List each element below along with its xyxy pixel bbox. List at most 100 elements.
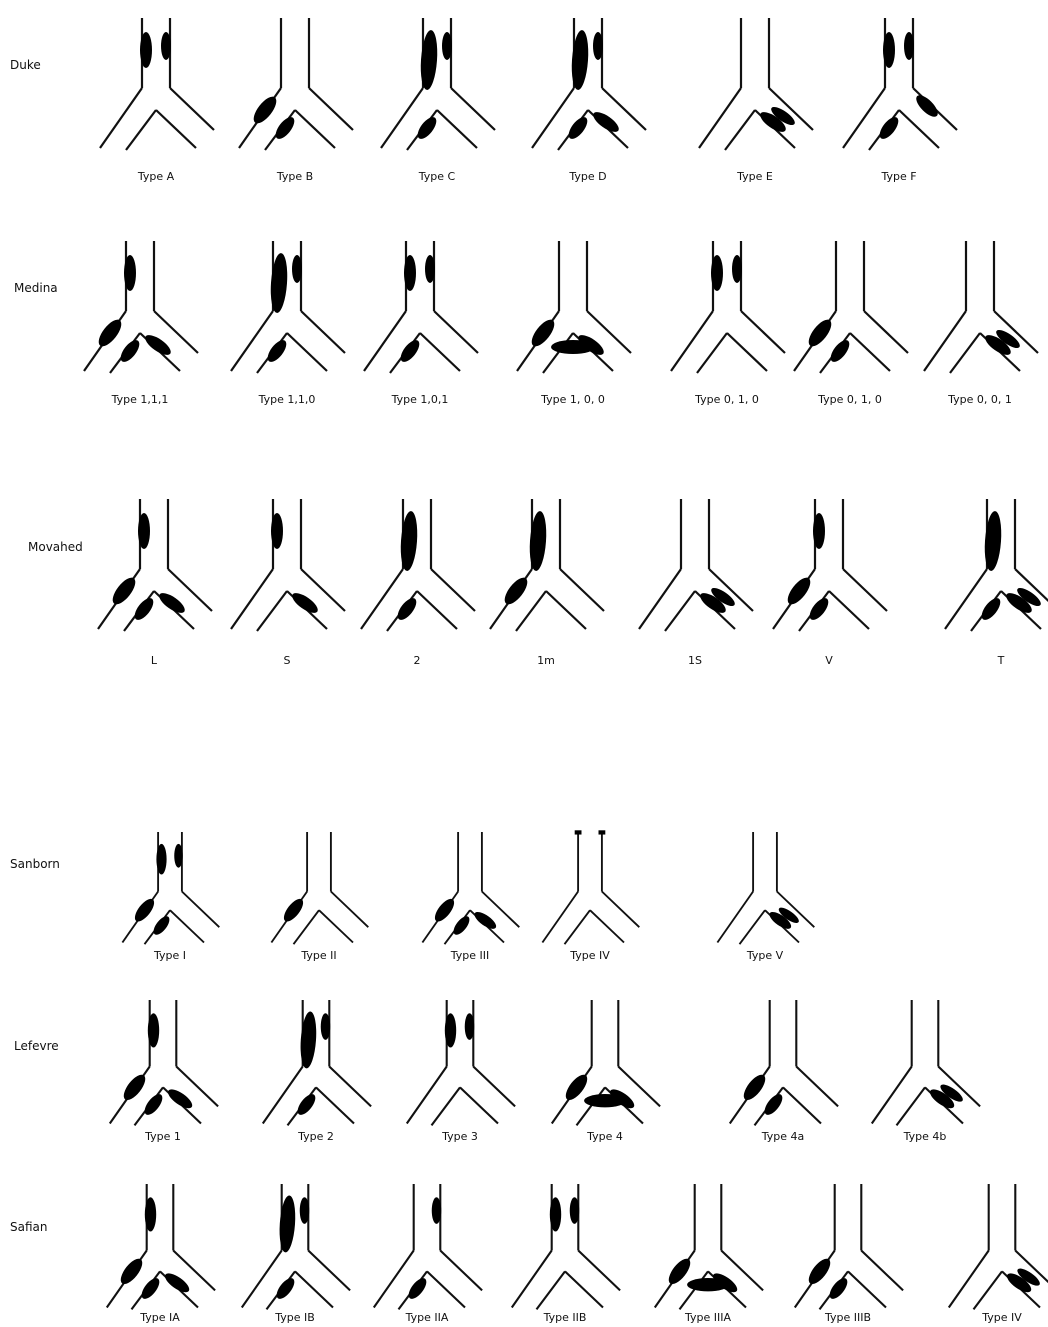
vessel-wall (725, 110, 755, 150)
lesion-plaque (109, 574, 140, 608)
type-label-medina-4: Type 0, 1, 0 (695, 393, 759, 406)
lesion-plaque (95, 316, 126, 350)
bifurcation-safian-6 (949, 1184, 1048, 1309)
vessel-wall (417, 591, 457, 629)
vessel-wall (440, 1251, 482, 1291)
lesion-plaque (117, 1255, 146, 1287)
bifurcation-duke-3 (532, 18, 646, 150)
lesion-plaque (142, 331, 173, 358)
vessel-wall (294, 910, 320, 944)
lesion-plaque (501, 574, 532, 608)
vessel-wall (451, 88, 495, 130)
bifurcation-medina-3 (517, 241, 631, 373)
type-label-safian-4: Type IIIA (685, 1311, 731, 1324)
type-label-medina-6: Type 0, 0, 1 (948, 393, 1012, 406)
lesion-plaque (131, 595, 156, 623)
row-label-duke: Duke (10, 58, 41, 72)
type-label-sanborn-4: Type V (747, 949, 783, 962)
vessel-wall (512, 1251, 552, 1308)
type-label-sanborn-3: Type IV (570, 949, 610, 962)
bifurcation-safian-4 (655, 1184, 763, 1309)
vessel-wall (231, 311, 273, 371)
vessel-wall (945, 569, 987, 629)
type-label-safian-5: Type IIIB (825, 1311, 871, 1324)
bifurcation-movahed-0 (98, 499, 212, 631)
type-label-lefevre-3: Type 4 (587, 1130, 623, 1143)
lesion-plaque (404, 255, 416, 291)
lesion-plaque (472, 909, 499, 932)
vessel-wall (263, 1067, 303, 1124)
bifurcation-medina-2 (364, 241, 478, 373)
type-label-movahed-1: S (284, 654, 291, 667)
lesion-plaque (292, 255, 302, 283)
vessel-wall (170, 910, 204, 942)
vessel-wall (671, 311, 713, 371)
vessel-wall (740, 910, 766, 944)
vessel-wall (407, 1067, 447, 1124)
bifurcation-safian-2 (374, 1184, 482, 1309)
lesion-plaque (141, 1091, 165, 1117)
bifurcation-safian-5 (795, 1184, 903, 1309)
bifurcation-movahed-6 (945, 499, 1048, 631)
lesion-plaque (913, 92, 941, 120)
vessel-wall (829, 591, 869, 629)
lesion-plaque (140, 32, 152, 68)
lesion-plaque (442, 32, 452, 60)
vessel-wall (308, 1251, 350, 1291)
type-label-movahed-3: 1m (537, 654, 555, 667)
vessel-wall (546, 591, 586, 629)
lesion-plaque (432, 1197, 442, 1224)
vessel-wall (697, 333, 727, 373)
bifurcation-lefevre-0 (110, 1000, 218, 1125)
vessel-wall (364, 311, 406, 371)
lesion-plaque (394, 595, 419, 623)
lesion-plaque (250, 93, 281, 127)
bifurcation-duke-4 (699, 18, 813, 150)
bifurcation-sanborn-4 (717, 832, 814, 944)
lesion-plaque (272, 114, 297, 142)
vessel-wall (242, 1251, 282, 1308)
lesion-plaque (120, 1071, 149, 1103)
vessel-wall (473, 1067, 515, 1107)
type-label-lefevre-1: Type 2 (298, 1130, 334, 1143)
vessel-wall (897, 1087, 926, 1125)
row-label-medina: Medina (14, 281, 58, 295)
bifurcation-movahed-2 (361, 499, 475, 631)
lesion-plaque (138, 513, 150, 549)
lesion-plaque (813, 513, 825, 549)
vessel-wall (301, 311, 345, 353)
lesion-plaque (271, 513, 283, 549)
bifurcation-safian-0 (107, 1184, 215, 1309)
lesion-plaque (806, 595, 831, 623)
type-label-sanborn-0: Type I (154, 949, 186, 962)
vessel-wall (843, 569, 887, 611)
lesion-plaque (156, 844, 166, 875)
vessel-wall (783, 1087, 821, 1123)
lesion-plaque (138, 1275, 162, 1301)
bifurcation-safian-3 (512, 1184, 620, 1309)
type-label-duke-3: Type D (569, 170, 606, 183)
vessel-wall (170, 88, 214, 130)
type-label-safian-0: Type IA (140, 1311, 180, 1324)
lesion-plaque (145, 1197, 156, 1231)
vessel-wall (231, 569, 273, 629)
lesion-plaque (151, 914, 173, 938)
type-label-lefevre-4: Type 4a (762, 1130, 805, 1143)
bifurcation-medina-6 (924, 241, 1038, 373)
type-label-medina-5: Type 0, 1, 0 (818, 393, 882, 406)
bifurcation-sanborn-3 (542, 830, 639, 944)
vessel-wall (861, 1251, 903, 1291)
vessel-wall (532, 88, 574, 148)
vessel-wall (590, 910, 624, 942)
lesion-plaque (550, 1197, 561, 1231)
vessel-wall (374, 1251, 414, 1308)
lesion-plaque (465, 1013, 475, 1040)
type-label-duke-2: Type C (419, 170, 455, 183)
vessel-wall (126, 110, 156, 150)
lesion-plaque (165, 1086, 195, 1112)
vessel-wall (432, 1087, 461, 1125)
lesion-plaque (414, 114, 439, 142)
vessel-wall (331, 892, 368, 928)
lesion-plaque (174, 844, 183, 868)
